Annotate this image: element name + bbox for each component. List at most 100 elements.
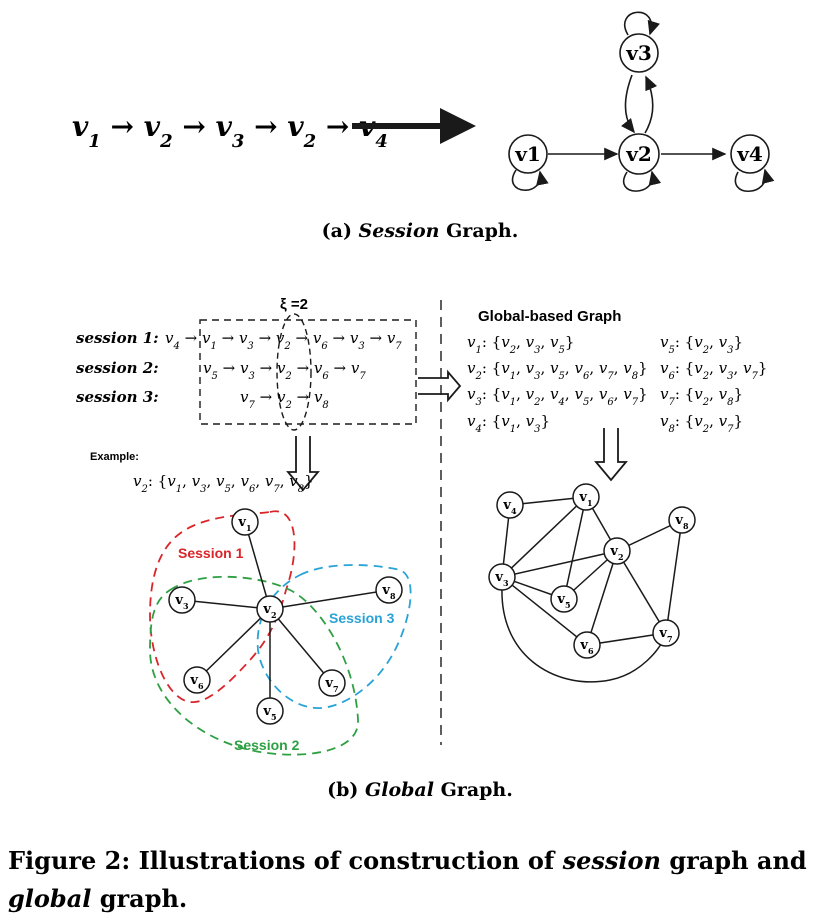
svg-text:Figure 2: Illustrations of con: Figure 2: Illustrations of construction … [8, 846, 807, 875]
session-window-box [199, 319, 417, 425]
node-v7: v7 [652, 619, 680, 647]
svg-text:v4: v4 [736, 142, 763, 166]
node-v1: v1 [572, 483, 600, 511]
session-1-region [149, 510, 296, 703]
neighbor-set-v4: v4: {v1, v3} [467, 412, 550, 435]
svg-text:v6: v6 [189, 673, 204, 691]
session-1-label: Session 1 [178, 545, 244, 561]
global-graph-title: Global-based Graph [478, 308, 621, 325]
session-item: v [314, 388, 323, 406]
svg-text:v8: v8 [674, 513, 689, 531]
edge-v2-v6 [586, 550, 618, 646]
session-sequence: v4 → v1 → v3 → v2 → v6 → v3 → v7 [165, 329, 402, 352]
session-item: v [350, 329, 359, 347]
sequence-item: v [287, 110, 304, 143]
session-item: v [276, 329, 285, 347]
node-v1: v1 [508, 134, 548, 174]
node-v4: v4 [730, 134, 770, 174]
svg-text:v4: v4 [502, 498, 517, 516]
session-item: v [277, 388, 286, 406]
neighbor-set-v7: v7: {v2, v8} [660, 385, 743, 408]
edge-v2-v3 [644, 75, 658, 134]
session-item: v [314, 359, 323, 377]
svg-text:v7: v7 [658, 626, 672, 644]
svg-text:v1: v1 [578, 490, 592, 508]
edge-v3-v6 [501, 576, 588, 646]
session-3-label: Session 3 [329, 610, 395, 626]
neighbor-set-v1: v1: {v2, v3, v5} [467, 333, 574, 356]
svg-text:v3: v3 [494, 570, 509, 588]
svg-text:v2: v2 [625, 142, 652, 166]
node-v5: v5 [550, 585, 578, 613]
figure-caption: Figure 2: Illustrations of construction … [8, 846, 807, 913]
down-arrow-left [286, 436, 320, 492]
sequence-text: v1 → v2 → v3 → v2 → v4 [72, 110, 388, 152]
edge-v2-v1 [244, 521, 271, 610]
node-v1: v1 [231, 508, 259, 536]
svg-text:v7: v7 [324, 676, 338, 694]
sequence-arrow: → [244, 110, 287, 143]
svg-text:v1: v1 [514, 142, 541, 166]
xi-label: ξ =2 [280, 296, 308, 313]
session-2-label: Session 2 [234, 737, 300, 753]
edge-v3-v7-curve [501, 587, 667, 683]
node-v5: v5 [256, 697, 284, 725]
svg-text:v8: v8 [381, 583, 396, 601]
neighbor-set-v8: v8: {v2, v7} [660, 412, 743, 435]
session-item: v [313, 329, 322, 347]
edge-v1-v3 [501, 496, 587, 578]
caption-a: (a) Session Graph. [322, 220, 519, 242]
sequence-item: v [144, 110, 161, 143]
neighbor-set-v5: v5: {v2, v3} [660, 333, 743, 356]
session-2-region [149, 575, 359, 756]
session-item: v [239, 329, 248, 347]
self-loop-v1 [511, 169, 549, 191]
session-item: v [351, 359, 360, 377]
node-v8: v8 [375, 576, 403, 604]
neighbor-set-v6: v6: {v2, v3, v7} [660, 359, 767, 382]
sequence-item: v [72, 110, 89, 143]
node-v3: v3 [488, 563, 516, 591]
session-item: v [240, 388, 249, 406]
node-v2: v2 [618, 133, 660, 175]
node-v6: v6 [183, 666, 211, 694]
session-label: session 2: [76, 359, 159, 377]
local-edges [181, 521, 390, 711]
session-label: session 1: [76, 329, 159, 347]
node-v6: v6 [573, 631, 601, 659]
session-sequence: v5 → v3 → v2 → v6 → v7 [203, 359, 366, 382]
self-loop-v4 [734, 168, 775, 192]
edge-v3-v2 [621, 74, 635, 134]
local-graph: v1 v3 v8 v2 v6 v7 v5 Session 1 Session 3 Sessi… [149, 508, 412, 756]
node-v3: v3 [168, 586, 196, 614]
svg-text:v3: v3 [174, 593, 189, 611]
svg-text:v3: v3 [625, 41, 652, 65]
global-nodes: v4 v1 v8 v2 v3 v5 v6 v7 [488, 483, 696, 659]
down-arrow-right [594, 428, 628, 482]
sequence-arrow: → [101, 110, 144, 143]
edge-v2-v3 [501, 550, 618, 578]
panel-b: ξ =2 session 1: v4 → v1 → v3 → v2 → v6 → … [76, 296, 767, 801]
session-sequence: v7 → v2 → v8 [240, 388, 329, 411]
panel-a: v1 → v2 → v3 → v2 → v4 v3 v1 [72, 11, 775, 242]
global-edges [501, 496, 683, 646]
neighbor-set-v3: v3: {v1, v2, v4, v5, v6, v7} [467, 385, 648, 408]
self-loop-v2 [623, 170, 662, 192]
sequence-arrow: → [173, 110, 216, 143]
edge-v2-v3 [181, 599, 271, 610]
svg-text:v2: v2 [262, 602, 276, 620]
session-sequence: v1 → v2 → v3 → v2 → v4 [72, 110, 388, 152]
sequence-arrow: → [316, 110, 359, 143]
caption-b: (b) Global Graph. [327, 779, 513, 801]
edge-v1-v5 [563, 496, 587, 600]
edge-v2-v7 [269, 608, 333, 684]
neighbor-set-v2: v2: {v1, v3, v5, v6, v7, v8} [467, 359, 648, 382]
svg-text:v2: v2 [609, 544, 623, 562]
session-item: v [387, 329, 396, 347]
session-3-region [256, 564, 412, 709]
node-v7: v7 [318, 669, 346, 697]
edge-v2-v7 [616, 550, 667, 634]
node-v4: v4 [496, 491, 524, 519]
session-item: v [202, 329, 211, 347]
